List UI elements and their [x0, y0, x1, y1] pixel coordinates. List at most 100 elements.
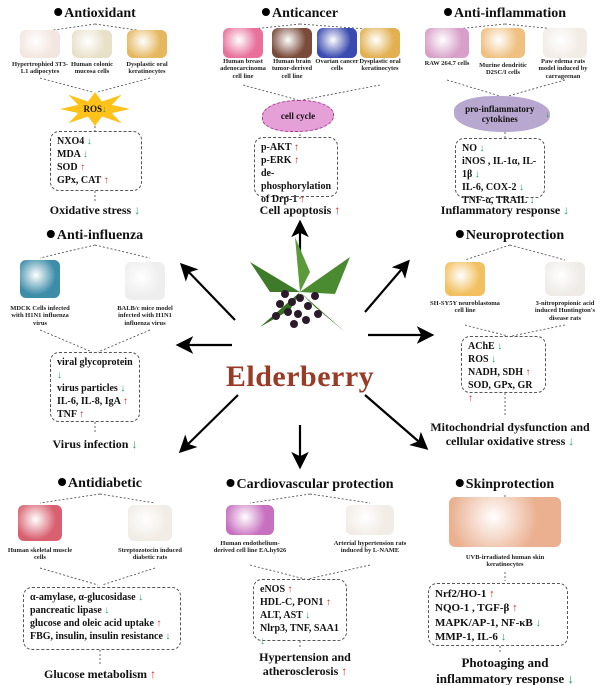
model-label: Dysplastic oral keratinocytes: [126, 61, 168, 76]
outcome-antidiabetic: Glucose metabolism ↑: [44, 667, 156, 681]
effect-item: viral glycoprotein ↓: [57, 356, 133, 382]
effects-box: eNOS ↑HDL-C, PON1 ↑ALT, AST ↓Nlrp3, TNF,…: [253, 579, 347, 647]
dashed-connector: [39, 77, 93, 93]
dashed-connector: [242, 84, 299, 101]
effect-item: SOD, GPx, GR ↑: [468, 379, 539, 405]
dashed-connector: [446, 79, 501, 97]
radial-arrow-icon: [364, 259, 410, 313]
model-image: [20, 260, 60, 298]
effect-item: NXO4 ↓: [57, 135, 135, 148]
down-arrow-icon: ↓: [516, 182, 524, 193]
effect-item: TNF ↑: [57, 408, 133, 421]
effect-text: Nrf2/HO-1: [435, 588, 487, 600]
down-arrow-icon: ↓: [494, 341, 503, 352]
dashed-connector: [301, 84, 381, 101]
outcome-text: Hypertension and atherosclerosis: [259, 650, 351, 679]
model-image: [543, 28, 587, 58]
elderberry-image: [240, 232, 360, 357]
panel-title-anti-influenza: Anti-influenza: [46, 228, 144, 244]
up-arrow-icon: ↑: [523, 367, 531, 378]
outcome-skinprotection: Photoaging and inflammatory response ↓: [430, 655, 580, 685]
radial-arrow-icon: [364, 394, 429, 450]
mediator-text: cell cycle: [280, 111, 316, 121]
outcome-text: Oxidative stress: [49, 203, 132, 217]
down-arrow-icon: ↓: [102, 104, 107, 114]
model-image: [226, 505, 274, 535]
effect-text: MMP-1, IL-6: [435, 630, 498, 643]
effect-text: ROS: [468, 354, 489, 365]
up-arrow-icon: ↑: [77, 162, 86, 173]
outcome-neuroprotection: Mitochondrial dysfunction and cellular o…: [425, 420, 595, 449]
effect-item: eNOS ↑: [260, 583, 340, 596]
dashed-connector: [507, 79, 566, 97]
model-image: [20, 30, 60, 58]
effect-item: iNOS , IL-1α, IL-1β ↓: [462, 155, 538, 181]
down-arrow-icon: ↓: [84, 136, 92, 147]
outcome-text: Cell apoptosis: [259, 203, 332, 217]
panel-title-text: Anti-inflammation: [454, 6, 566, 21]
effect-text: IL-6, IL-8, IgA: [57, 396, 121, 407]
effect-item: Nrf2/HO-1 ↑: [435, 587, 561, 601]
panel-title-text: Anti-influenza: [56, 228, 144, 243]
effect-item: NADH, SDH ↑: [468, 366, 539, 379]
model-image: [72, 30, 112, 58]
bullet-icon: [54, 8, 63, 16]
dashed-connector: [464, 324, 509, 337]
bullet-icon: [444, 8, 452, 16]
effect-item: NO ↓: [462, 142, 538, 155]
model-label: SH-SY5Y neuroblastoma cell line: [430, 300, 500, 315]
effect-text: of Drp-1: [261, 194, 298, 205]
effects-box: AChE ↓ROS ↓NADH, SDH ↑SOD, GPx, GR ↑: [461, 336, 546, 404]
panel-title-neuroprotection: Neuroprotection: [455, 228, 565, 244]
effect-item: GPx, CAT ↑: [57, 174, 135, 187]
effect-item: HDL-C, PON1 ↑: [260, 596, 340, 609]
effect-item: pancreatic lipase ↓: [30, 604, 174, 617]
up-arrow-icon: ↑: [338, 664, 348, 679]
up-arrow-icon: ↑: [147, 667, 156, 681]
dashed-connector: [94, 244, 151, 259]
panel-title-text: Neuroprotection: [465, 228, 565, 243]
model-label: Human breast adenocarcinoma cell line: [220, 58, 266, 80]
outcome-anticancer: Cell apoptosis ↑: [260, 203, 341, 217]
model-label: Streptozotocin induced diabetic rats: [118, 547, 182, 562]
dashed-connector: [101, 567, 156, 586]
effect-text: ALT, AST: [260, 610, 303, 621]
down-arrow-icon: ↓: [57, 370, 62, 381]
effects-box: Nrf2/HO-1 ↑NQO-1 , TGF-β ↑MAPK/AP-1, NF-…: [428, 583, 568, 646]
down-arrow-icon: ↓: [260, 636, 265, 647]
dashed-connector: [464, 244, 511, 261]
effect-text: eNOS: [260, 584, 285, 595]
effect-text: SOD: [57, 162, 78, 173]
panel-title-text: Skinprotection: [465, 477, 555, 492]
up-arrow-icon: ↑: [76, 409, 85, 420]
outcome-anti-inflammation: Inflammatory response ↓: [441, 203, 569, 217]
effect-item: IL-6, COX-2 ↓: [462, 181, 538, 194]
radial-arrow-icon: [178, 394, 239, 454]
bullet-icon: [455, 230, 464, 238]
outcome-antioxidant: Oxidative stress ↓: [50, 203, 140, 217]
model-image: [272, 28, 312, 58]
bullet-icon: [226, 479, 235, 487]
up-arrow-icon: ↑: [297, 194, 305, 205]
outcome-text: Virus infection: [52, 437, 129, 451]
model-image: [18, 505, 62, 541]
down-arrow-icon: ↓: [135, 592, 144, 603]
effect-item: ROS ↓: [468, 353, 539, 366]
up-arrow-icon: ↑: [153, 618, 162, 629]
effect-item: MDA ↓: [57, 148, 135, 161]
effect-item: of Drp-1 ↑: [261, 193, 331, 206]
effect-text: TNF: [57, 409, 77, 420]
outcome-text: Photoaging and inflammatory response: [436, 655, 565, 685]
down-arrow-icon: ↓: [488, 354, 497, 365]
effect-text: HDL-C, PON1: [260, 597, 324, 608]
effect-item: TNF-α, TRAIL ↓: [462, 194, 538, 207]
effect-text: TNF-α, TRAIL: [462, 195, 528, 206]
model-label: MDCK Cells infected with H1N1 influenza …: [10, 305, 70, 327]
panel-title-text: Antidiabetic: [68, 476, 142, 491]
outcome-cardiovascular: Hypertension and atherosclerosis ↑: [230, 650, 380, 679]
up-arrow-icon: ↑: [291, 142, 299, 153]
model-label: Human colonic mucosa cells: [70, 61, 114, 76]
bullet-icon: [455, 479, 464, 487]
